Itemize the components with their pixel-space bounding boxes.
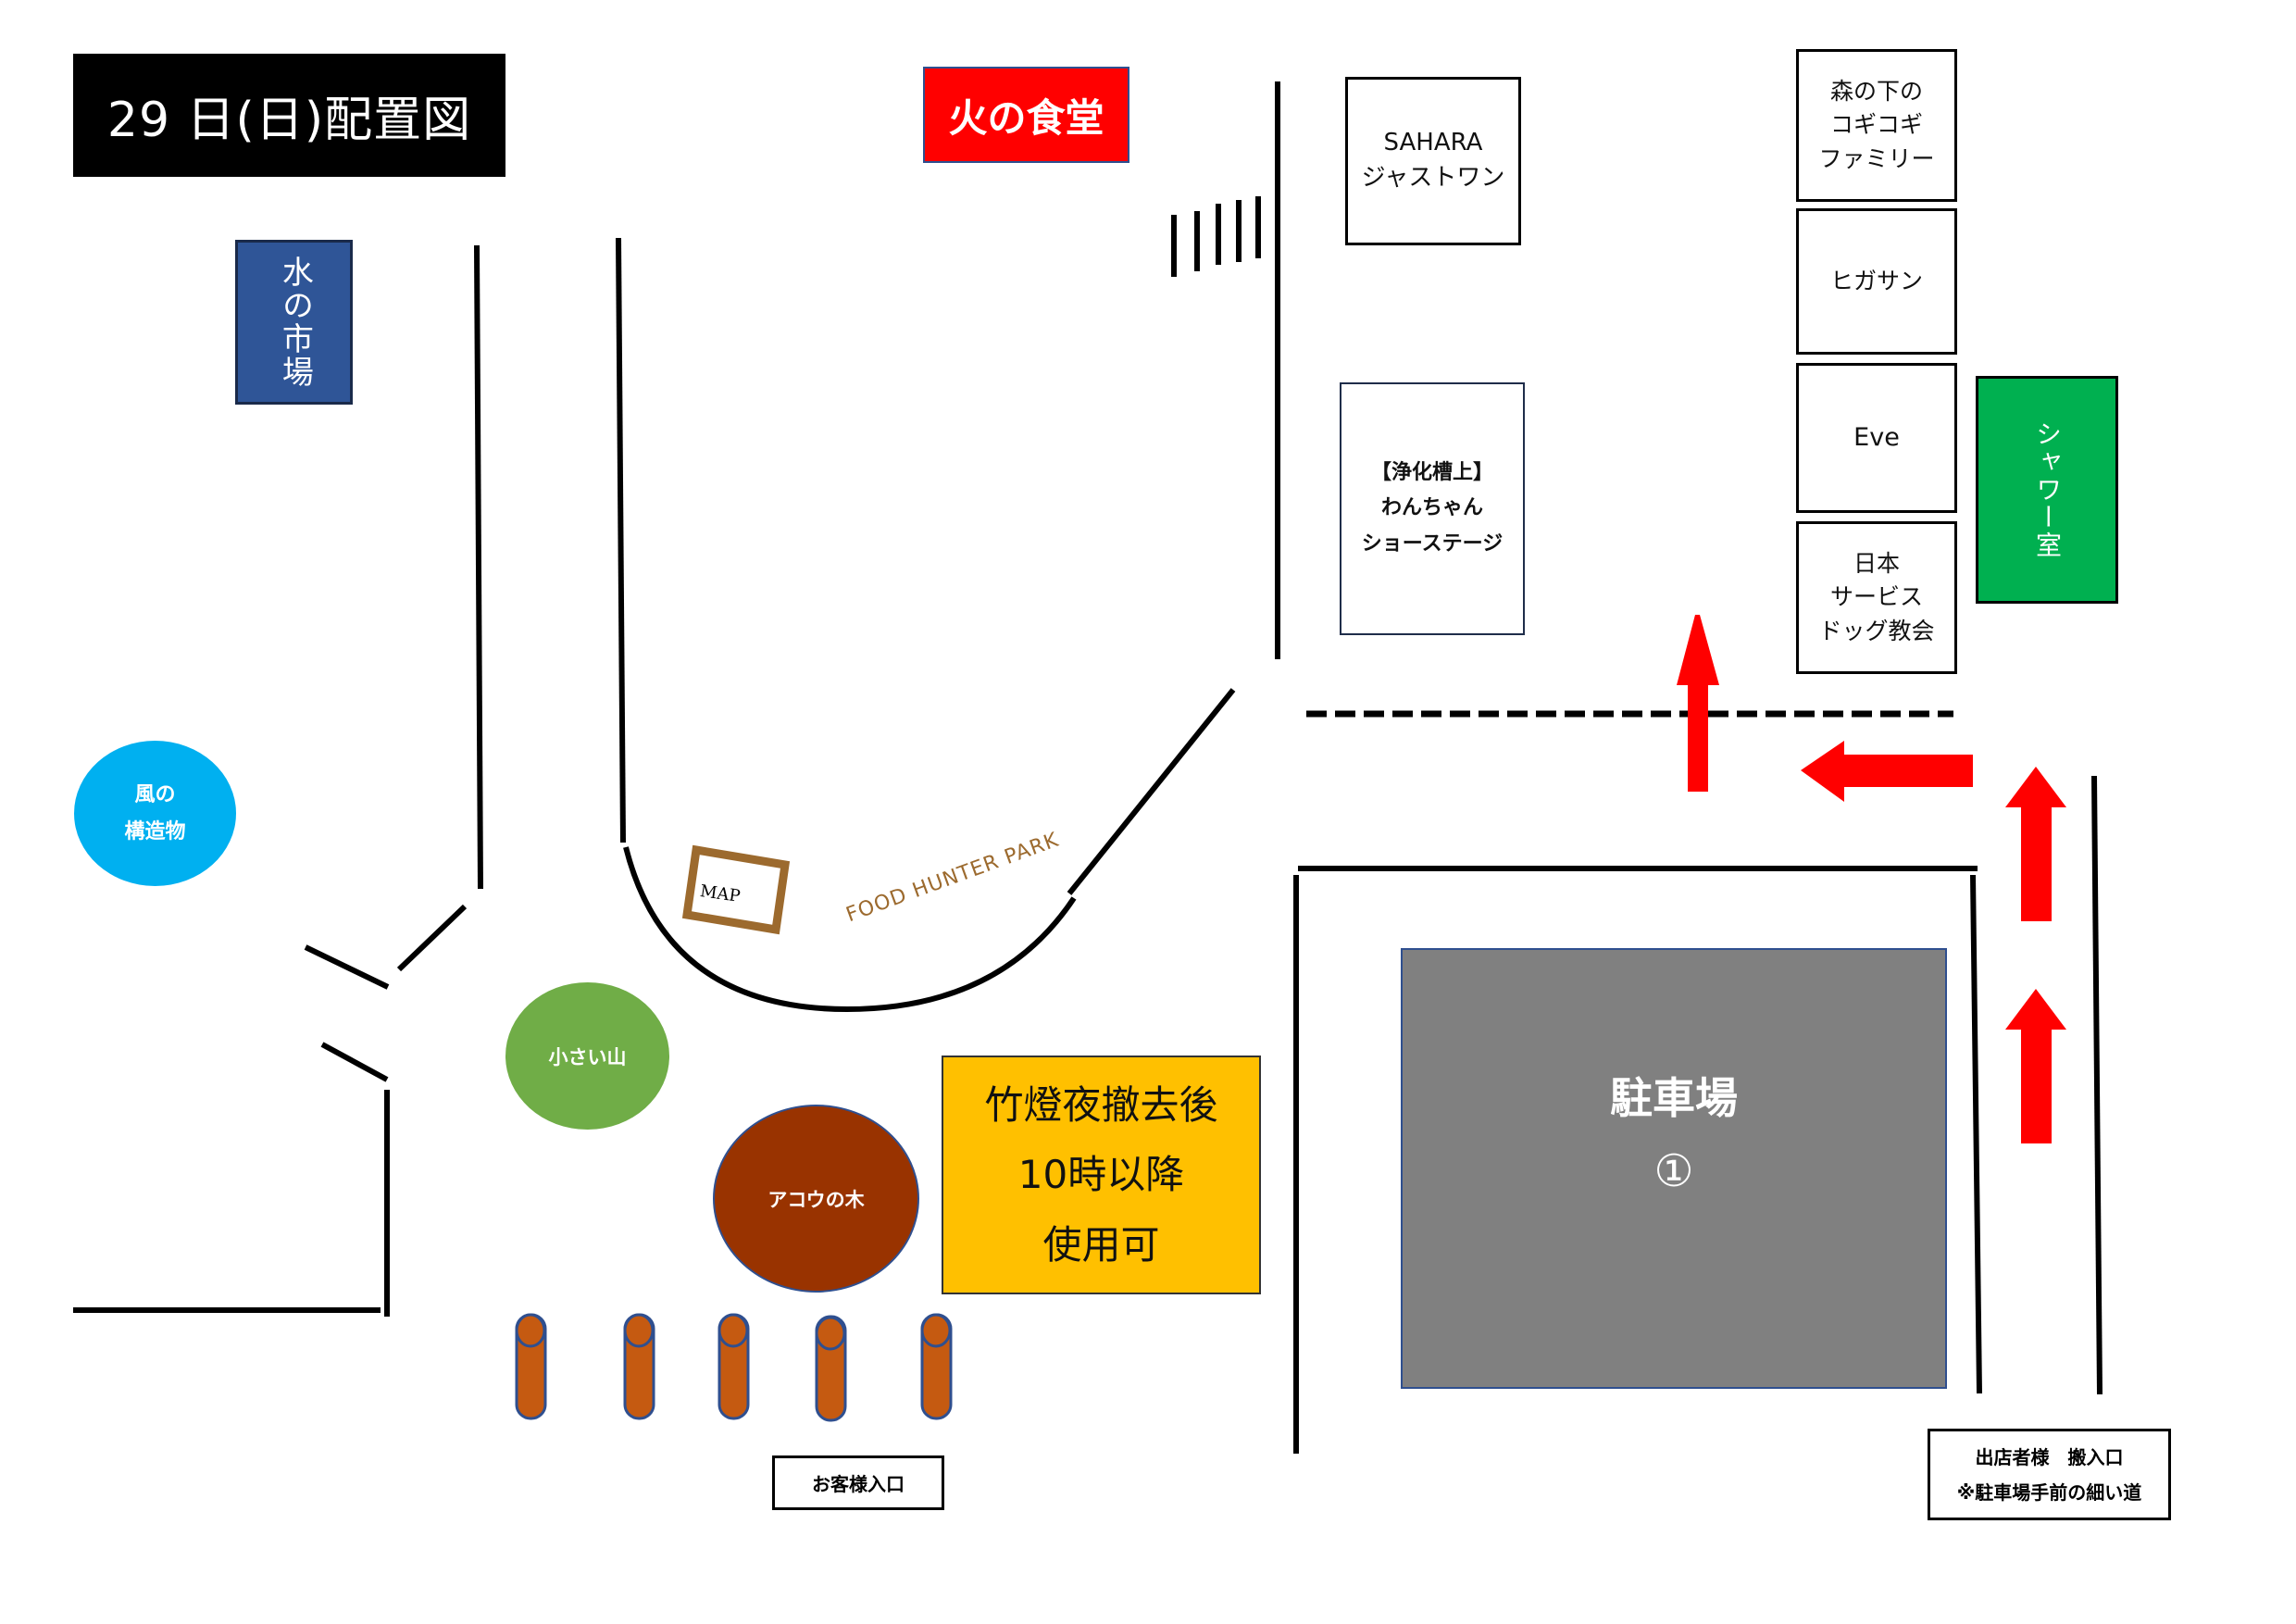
lanterns [515, 1313, 953, 1422]
stage-line-1: 【浄化槽上】 [1370, 460, 1493, 484]
parking-number: ① [1653, 1145, 1694, 1198]
wall-lane-right [2091, 775, 2103, 1395]
notice-line-2: 10時以降 [1017, 1152, 1185, 1198]
shower-room: シャワー室 [1976, 376, 2118, 604]
wall-curve-diag [1067, 688, 1236, 895]
booth-corgi-line-2: コギコギ [1829, 111, 1923, 139]
arrows [1677, 615, 2066, 1143]
customer-entrance: お客様入口 [772, 1455, 944, 1510]
area-wind-line-2: 構造物 [124, 819, 186, 843]
wall-left-vertical [474, 244, 483, 890]
area-wind-line-1: 風の [134, 782, 176, 806]
wall-lane-left [1970, 874, 1982, 1394]
wall-center-vertical [616, 237, 626, 843]
parking-lot-1: 駐車場 ① [1401, 948, 1947, 1389]
booth-higasan: ヒガサン [1796, 208, 1957, 355]
booth-service-dog-line-1: 日本 [1853, 550, 1900, 578]
booth-corgi-family: 森の下の コギコギ ファミリー [1796, 49, 1957, 202]
stage-line-3: ショーステージ [1361, 531, 1504, 556]
vendor-entrance-line-1: 出店者様 搬入口 [1975, 1445, 2124, 1468]
wall-diag-left-lower [320, 1042, 389, 1082]
walls [73, 81, 2103, 1454]
booth-sahara-line-1: SAHARA [1383, 129, 1483, 157]
vendor-loading-entrance: 出店者様 搬入口 ※駐車場手前の細い道 [1928, 1429, 2171, 1520]
akou-tree: アコウの木 [713, 1105, 919, 1293]
wall-curve [623, 846, 1077, 1013]
lantern-3 [718, 1313, 750, 1420]
map-sign-frame [681, 844, 791, 935]
booth-eve-label: Eve [1853, 423, 1900, 453]
notice-line-3: 使用可 [1042, 1221, 1160, 1268]
booth-corgi-line-1: 森の下の [1829, 78, 1923, 106]
booth-service-dog-line-3: ドッグ教会 [1818, 617, 1935, 644]
notice-line-1: 竹燈夜撤去後 [984, 1081, 1218, 1128]
arrow-up-right-lower [2005, 989, 2066, 1143]
notice-after-bamboo-lanterns: 竹燈夜撤去後 10時以降 使用可 [942, 1056, 1261, 1294]
booth-corgi-line-3: ファミリー [1818, 144, 1935, 172]
arrow-left [1801, 741, 1973, 802]
lantern-2 [623, 1313, 655, 1420]
booth-higasan-label: ヒガサン [1829, 267, 1923, 294]
area-fire-dining: 火の食堂 [923, 67, 1129, 163]
area-wind-structure: 風の 構造物 [74, 741, 236, 886]
booth-service-dog: 日本 サービス ドッグ教会 [1796, 521, 1957, 674]
booth-sahara-line-2: ジャストワン [1361, 164, 1505, 192]
parking-label: 駐車場 [1610, 1073, 1738, 1124]
booth-dog-show-stage: 【浄化槽上】 わんちゃん ショーステージ [1340, 382, 1525, 635]
booth-sahara: SAHARA ジャストワン [1345, 77, 1521, 245]
wall-diag-upper [396, 904, 468, 972]
booth-eve: Eve [1796, 363, 1957, 513]
page-title: 29 日(日)配置図 [73, 54, 505, 177]
wall-diag-left-upper [304, 944, 390, 990]
small-hill: 小さい山 [505, 982, 669, 1130]
lantern-5 [920, 1313, 953, 1420]
arrow-up-right-upper [2005, 767, 2066, 921]
vendor-entrance-line-2: ※駐車場手前の細い道 [1956, 1480, 2142, 1504]
stage-line-2: わんちゃん [1380, 496, 1483, 520]
lantern-4 [815, 1315, 847, 1422]
area-water-market: 水の市場 [235, 240, 353, 405]
arrow-up-center [1677, 615, 1719, 792]
lantern-1 [515, 1313, 547, 1420]
booth-service-dog-line-2: サービス [1829, 583, 1923, 611]
